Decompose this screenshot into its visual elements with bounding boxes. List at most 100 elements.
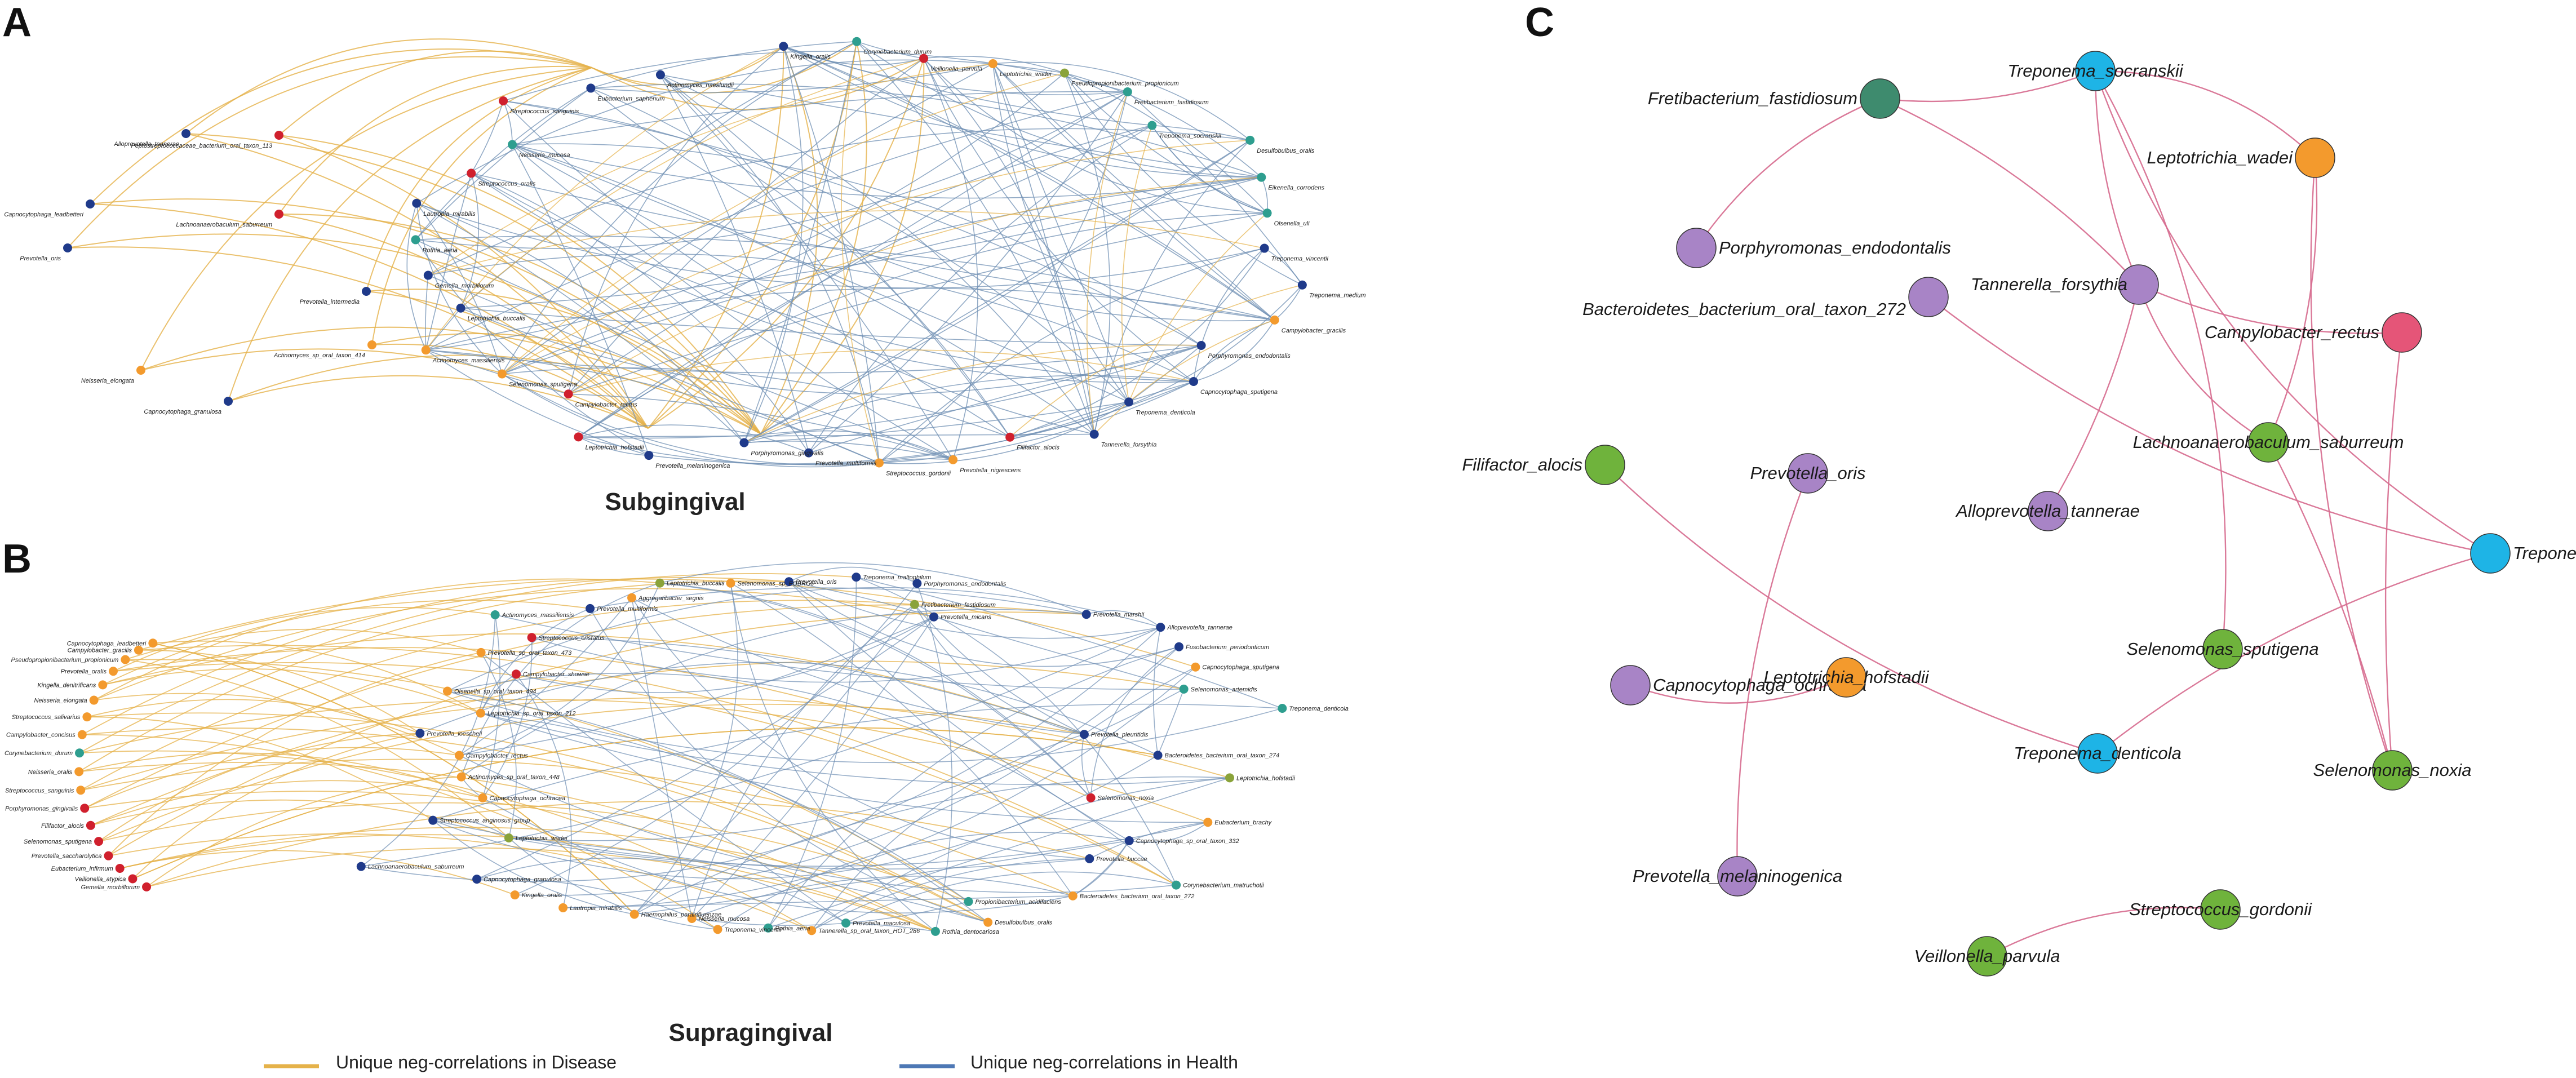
disease-edge	[138, 649, 420, 734]
node	[527, 633, 537, 642]
node-label: Prevotella_melaninogenica	[655, 463, 730, 469]
node	[476, 647, 486, 657]
health-edge	[531, 637, 1085, 735]
health-edge	[508, 822, 1208, 867]
health-edge	[1064, 73, 1111, 434]
health-edge	[568, 212, 1267, 395]
node	[274, 210, 283, 219]
disease-edge	[90, 48, 592, 205]
health-edge	[415, 236, 1275, 321]
node-label: Treponema_medium	[1309, 292, 1366, 299]
disease-edge	[502, 72, 1065, 375]
node-label: Fusobacterium_periodonticum	[1186, 644, 1269, 651]
health-edge	[1064, 73, 1303, 286]
node-label: Kingella_oralis	[522, 892, 562, 899]
node	[1079, 730, 1089, 739]
node-label: Neisseria_oralis	[28, 769, 73, 775]
disease-edge	[98, 802, 969, 902]
node	[564, 389, 573, 399]
node	[456, 772, 466, 782]
health-edge	[933, 616, 1184, 690]
disease-edge	[760, 41, 867, 434]
panel-a-edges	[67, 38, 1303, 468]
interaction-edge	[2097, 552, 2491, 754]
health-edge	[447, 690, 1283, 764]
disease-edge	[1009, 284, 1303, 438]
health-edge	[480, 712, 969, 902]
node-label: Prevotella_nigrescens	[960, 467, 1021, 474]
health-edge	[447, 690, 988, 923]
node	[919, 54, 929, 63]
health-edge	[992, 63, 1275, 321]
health-edge	[432, 755, 1159, 880]
panel-c-network: Fretibacterium_fastidiosumTreponema_socr…	[1462, 51, 2576, 977]
disease-edge	[113, 662, 1177, 886]
interaction-edge	[1879, 97, 2139, 285]
node	[852, 37, 862, 46]
health-edge	[502, 373, 880, 468]
node-vpar	[1967, 936, 2007, 977]
node-label: Selenomonas_sputigena	[509, 381, 577, 388]
node	[1085, 854, 1094, 863]
health-edge	[631, 597, 693, 919]
interaction-edge	[2267, 442, 2393, 771]
health-edge	[1009, 248, 1265, 438]
health-edge	[691, 876, 1073, 919]
node	[75, 748, 85, 758]
node-pmel	[1717, 856, 1758, 897]
legend: Unique neg-correlations in Disease Uniqu…	[264, 1052, 1238, 1072]
health-edge	[923, 58, 1267, 214]
health-edge	[1064, 73, 1267, 214]
node-label: Filifactor_alocis	[41, 823, 84, 829]
disease-edge	[80, 697, 1230, 791]
legend-disease-label: Unique neg-correlations in Disease	[336, 1052, 617, 1072]
node-label: Gemella_morbillorum	[81, 884, 140, 891]
node-label: Veillonella_parvula	[930, 66, 982, 73]
disease-edge	[278, 213, 761, 434]
disease-edge	[371, 332, 761, 434]
node	[511, 669, 521, 679]
panel-c-edges	[1604, 70, 2491, 957]
node-label: Selenomonas_noxia	[1098, 795, 1154, 802]
disease-edge	[760, 58, 925, 434]
health-edge	[591, 41, 857, 89]
health-edge	[578, 424, 809, 454]
disease-edge	[140, 348, 649, 429]
node-label: Fretibacterium_fastidiosum	[921, 602, 996, 609]
health-edge	[459, 755, 1177, 893]
panel-a-letter: A	[2, 0, 32, 45]
node	[912, 579, 922, 588]
health-edge	[1264, 247, 1303, 286]
health-edge	[508, 837, 988, 923]
node	[1225, 773, 1234, 783]
node	[412, 198, 422, 208]
health-edge	[1157, 689, 1185, 756]
disease-edge	[568, 349, 1194, 395]
disease-edge	[428, 210, 1265, 276]
node	[841, 918, 850, 928]
node	[499, 96, 508, 106]
health-edge	[788, 581, 1161, 639]
health-edge	[590, 87, 1275, 322]
disease-edge	[98, 703, 1085, 842]
node	[415, 729, 425, 738]
panel-b-nodes: Gemella_morbillorumVeillonella_atypicaEu…	[5, 573, 1349, 936]
health-edge	[578, 125, 1152, 437]
node-label: Desulfobulbus_oralis	[1257, 148, 1315, 154]
node-label: Tannerella_sp_oral_taxon_HOT_286	[818, 928, 920, 934]
health-edge	[512, 143, 1202, 346]
node-label: Tannerella_forsythia	[1971, 274, 2127, 294]
node-label: Pseudopropionibacterium_propionicum	[1071, 81, 1179, 87]
node-label: Lachnoanaerobaculum_saburreum	[2133, 432, 2404, 452]
panel-b-letter: B	[2, 536, 32, 582]
health-edge	[589, 608, 988, 923]
health-edge	[768, 577, 857, 929]
health-edge	[1089, 822, 1208, 859]
node-allo	[2028, 491, 2068, 531]
interaction-edge	[1696, 97, 1881, 249]
node	[497, 369, 507, 379]
node-label: Campylobacter_rectus	[2205, 322, 2379, 342]
panel-b-title: Supragingival	[669, 1019, 833, 1046]
health-edge	[879, 91, 1128, 464]
node-label: Prevotella_maculosa	[853, 920, 910, 927]
